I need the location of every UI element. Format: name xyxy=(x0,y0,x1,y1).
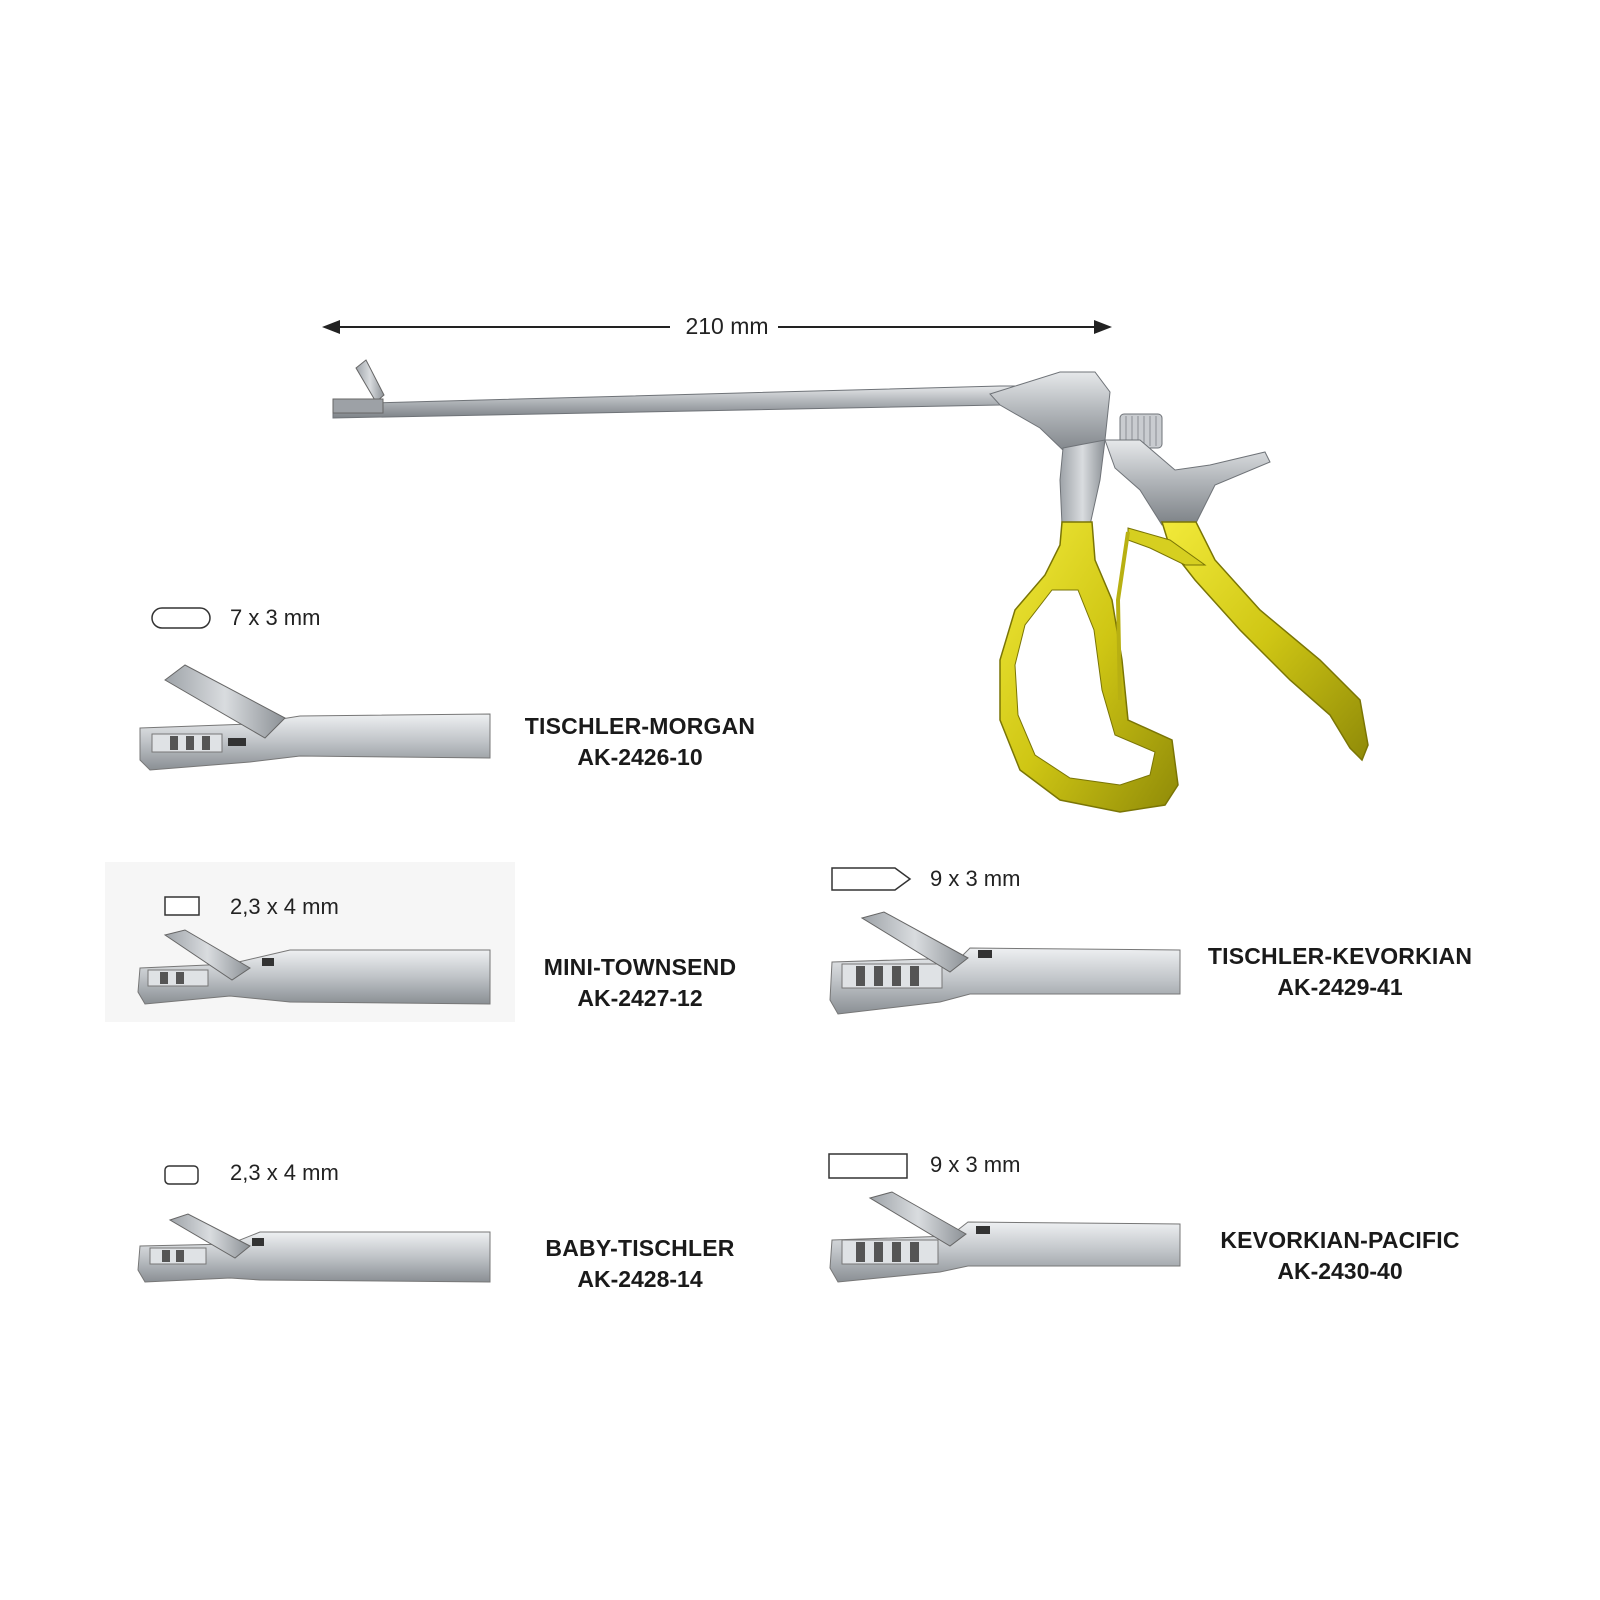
tischler-kevorkian-label: TISCHLER-KEVORKIAN AK-2429-41 xyxy=(1190,941,1490,1003)
baby-tischler-label: BABY-TISCHLER AK-2428-14 xyxy=(505,1233,775,1295)
product-code: AK-2427-12 xyxy=(577,985,703,1011)
tischler-morgan-tip-illustration xyxy=(139,664,491,771)
product-name: KEVORKIAN-PACIFIC xyxy=(1220,1227,1460,1253)
baby-tischler-tip-illustration xyxy=(137,1213,491,1283)
rectangle-icon xyxy=(164,896,200,916)
product-code: AK-2430-40 xyxy=(1277,1258,1403,1284)
long-rectangle-icon xyxy=(828,1153,908,1179)
tischler-morgan-label: TISCHLER-MORGAN AK-2426-10 xyxy=(505,711,775,773)
product-code: AK-2426-10 xyxy=(577,744,703,770)
mini-townsend-label: MINI-TOWNSEND AK-2427-12 xyxy=(505,952,775,1014)
leaf-spring xyxy=(1115,527,1207,701)
kevorkian-pacific-bite-size: 9 x 3 mm xyxy=(930,1152,1021,1177)
tischler-kevorkian-tip-illustration xyxy=(829,911,1181,1015)
rounded-rectangle-icon xyxy=(164,1165,199,1185)
tischler-kevorkian-bite-size: 9 x 3 mm xyxy=(930,866,1021,891)
product-code: AK-2429-41 xyxy=(1277,974,1403,1000)
kevorkian-pacific-label: KEVORKIAN-PACIFIC AK-2430-40 xyxy=(1190,1225,1490,1287)
length-label: 210 mm xyxy=(685,313,769,339)
tischler-morgan-bite-size: 7 x 3 mm xyxy=(230,605,321,630)
product-name: BABY-TISCHLER xyxy=(545,1235,735,1261)
product-code: AK-2428-14 xyxy=(577,1266,703,1292)
gold-rear-handle xyxy=(1160,521,1369,762)
baby-tischler-bite-size: 2,3 x 4 mm xyxy=(230,1160,339,1185)
product-name: MINI-TOWNSEND xyxy=(543,954,737,980)
mini-townsend-bite-size: 2,3 x 4 mm xyxy=(230,894,339,919)
product-name: TISCHLER-KEVORKIAN xyxy=(1207,943,1473,969)
product-name: TISCHLER-MORGAN xyxy=(524,713,756,739)
instrument-shaft xyxy=(332,359,1271,526)
kevorkian-pacific-tip-illustration xyxy=(829,1191,1181,1283)
gold-finger-ring-handle xyxy=(999,521,1179,813)
rounded-oblong-icon xyxy=(151,607,211,629)
mini-townsend-tip-illustration xyxy=(137,929,491,1005)
pointed-rectangle-icon xyxy=(831,867,912,891)
length-dimension-arrow xyxy=(322,320,1112,334)
